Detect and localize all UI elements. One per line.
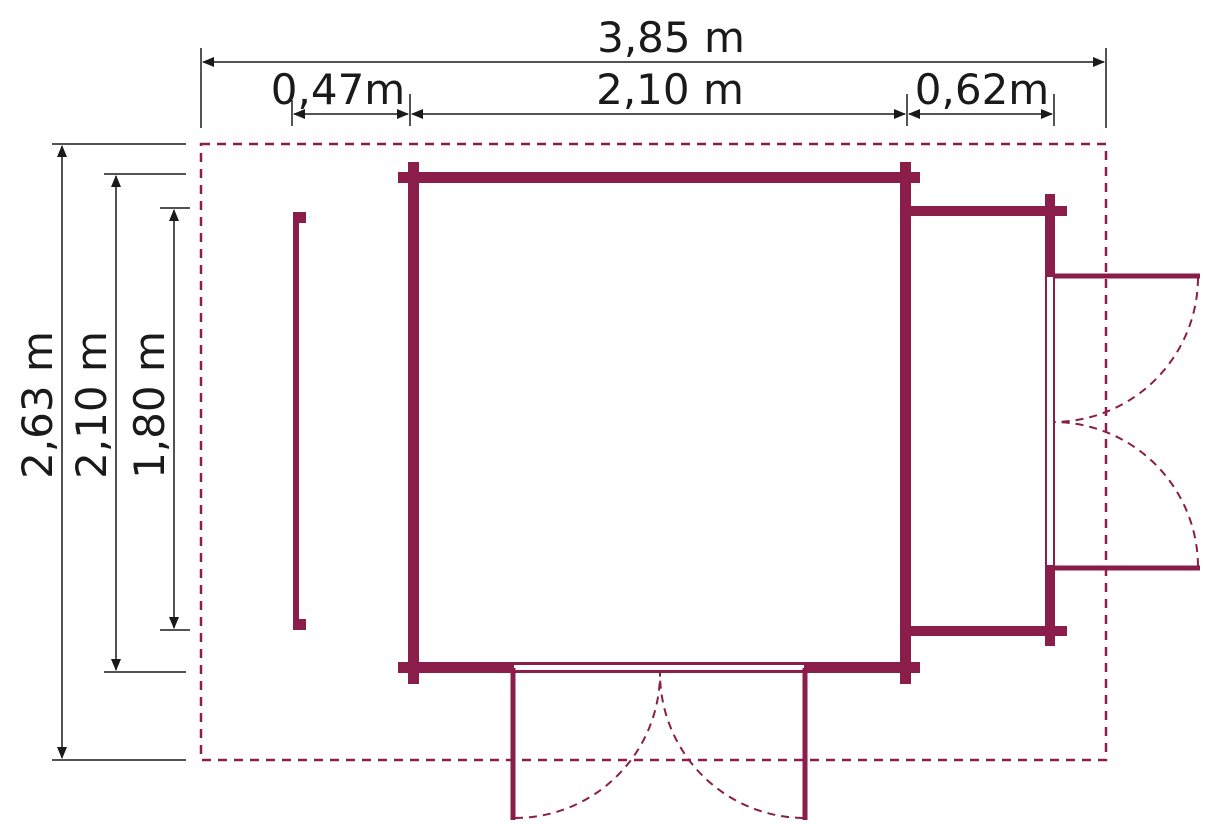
dimension-lines (57, 57, 1105, 759)
cabin-left-wall (408, 162, 419, 684)
label-total-width: 3,85 m (597, 13, 745, 62)
door-swing-right (658, 671, 804, 819)
label-left-wall: 1,80 m (125, 331, 174, 479)
cabin-top-wall (398, 172, 920, 183)
bottom-double-door (510, 663, 808, 820)
cabin-right-wall (900, 162, 911, 684)
side-annex (905, 194, 1067, 646)
extension-lines (52, 48, 1107, 761)
annex-bottom-wall (905, 626, 1067, 636)
left-wall-post (293, 212, 306, 630)
label-left-overhang: 0,47m (271, 65, 405, 114)
door-swing-top (1053, 277, 1199, 423)
door-swing-left (514, 671, 662, 819)
door-threshold (512, 663, 806, 672)
label-annex-width: 0,62m (915, 65, 1049, 114)
door-swing-bottom (1053, 421, 1199, 567)
annex-right-wall-upper (1045, 194, 1055, 276)
annex-top-wall (905, 206, 1067, 216)
label-cabin-width: 2,10 m (596, 65, 744, 114)
right-double-door (1053, 273, 1200, 571)
label-cabin-depth: 2,10 m (67, 331, 116, 479)
main-cabin (398, 162, 920, 684)
annex-door-frame (1045, 275, 1055, 567)
annex-right-wall-lower (1045, 566, 1055, 646)
label-total-depth: 2,63 m (13, 331, 62, 479)
roof-outline (199, 142, 1108, 762)
